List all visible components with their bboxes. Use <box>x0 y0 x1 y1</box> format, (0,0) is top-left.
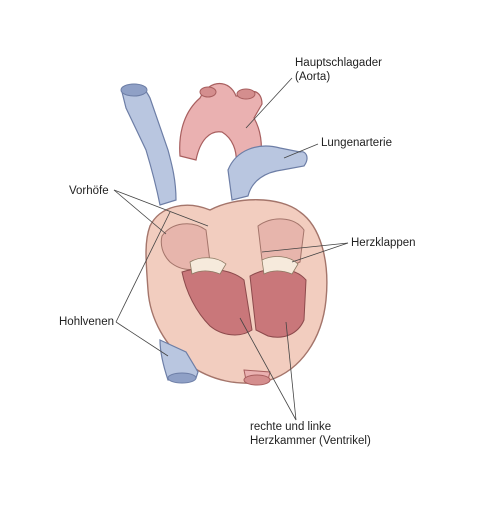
label-heart-valves: Herzklappen <box>351 237 416 249</box>
left-ventricle-chamber <box>249 268 307 338</box>
pulmonary-artery <box>227 145 308 201</box>
label-ventricles-line1: rechte und linke <box>250 421 332 433</box>
leader-ventricles-a <box>239 317 297 421</box>
label-ventricles: rechte und linke Herzkammer (Ventrikel) <box>250 420 371 448</box>
label-aorta-line2: (Aorta) <box>295 71 331 83</box>
leader-atria-b <box>113 189 167 235</box>
leader-aorta <box>245 77 293 129</box>
leader-valves-a <box>261 242 349 253</box>
leader-lines <box>113 77 349 421</box>
label-atria: Vorhöfe <box>69 185 109 197</box>
leader-valves-b <box>291 242 349 263</box>
label-aorta: Hauptschlagader (Aorta) <box>295 56 382 84</box>
leader-pulmonary <box>283 143 319 159</box>
inferior-vena-cava <box>159 339 199 381</box>
descending-aorta-opening <box>243 374 271 386</box>
heart-valve-left <box>261 256 299 275</box>
superior-vena-cava <box>121 83 177 206</box>
vena-cava-opening-top <box>120 83 148 97</box>
label-aorta-line1: Hauptschlagader <box>295 57 382 69</box>
aorta-branch-opening-2 <box>199 86 217 98</box>
leader-vena-cava-b <box>115 321 169 357</box>
vena-cava-opening-bottom <box>167 372 197 384</box>
leader-atria-a <box>113 189 209 227</box>
leader-vena-cava-a <box>115 211 171 323</box>
aorta-branch-opening <box>236 88 256 100</box>
leader-ventricles-b <box>285 321 297 421</box>
label-vena-cava: Hohlvenen <box>59 316 114 328</box>
heart-valve-right <box>189 257 227 275</box>
label-pulmonary-artery: Lungenarterie <box>321 137 392 149</box>
label-ventricles-line2: Herzkammer (Ventrikel) <box>250 435 371 447</box>
